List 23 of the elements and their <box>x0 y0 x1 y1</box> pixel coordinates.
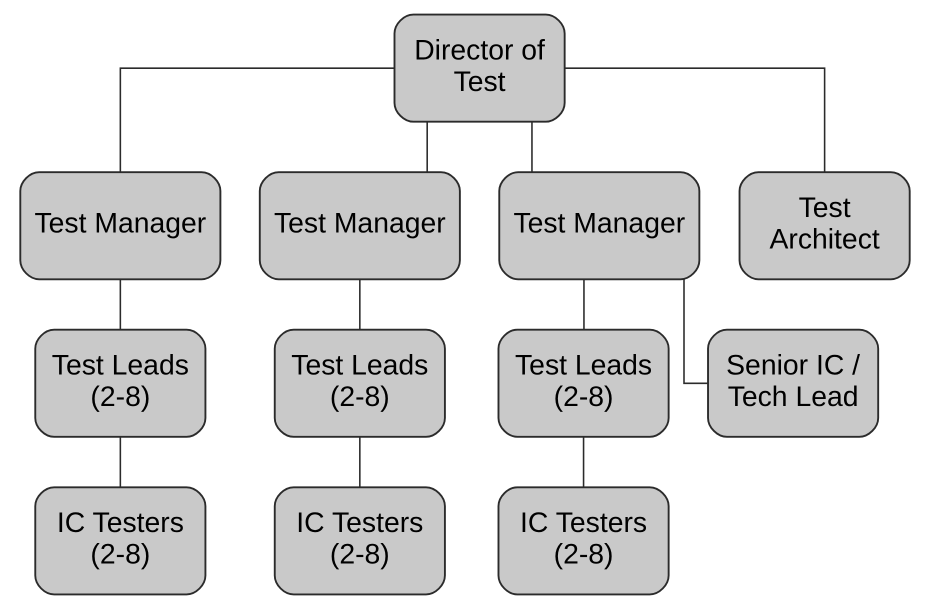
node-box: Test Manager <box>19 171 222 280</box>
node-box: IC Testers (2-8) <box>498 486 670 596</box>
connector <box>531 122 533 172</box>
node-box: Test Manager <box>498 171 700 280</box>
connector <box>582 437 584 487</box>
connector <box>583 280 585 330</box>
connector <box>564 67 826 172</box>
node-box: Senior IC / Tech Lead <box>707 328 880 438</box>
node-box: Test Architect <box>738 171 911 280</box>
node-box: IC Testers (2-8) <box>34 486 206 596</box>
connector <box>359 280 361 330</box>
connector <box>120 67 394 172</box>
connector <box>426 122 428 172</box>
connector <box>120 437 122 487</box>
node-box: Test Leads (2-8) <box>34 328 206 438</box>
connector <box>683 280 708 384</box>
node-box: Test Leads (2-8) <box>274 328 446 438</box>
node-box: Test Manager <box>258 171 461 280</box>
connector <box>120 280 122 330</box>
node-box: Director of Test <box>394 14 566 123</box>
node-box: Test Leads (2-8) <box>498 328 670 438</box>
node-box: IC Testers (2-8) <box>274 486 446 596</box>
connector <box>359 437 361 487</box>
